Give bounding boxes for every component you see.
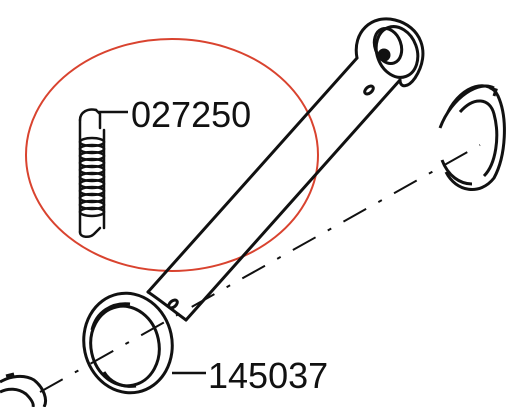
link-ring-145037 — [82, 291, 174, 395]
right-bushing — [438, 84, 506, 191]
spring-027250 — [78, 108, 106, 238]
center-axis-line — [39, 144, 481, 393]
left-bushing-partial — [0, 372, 48, 407]
connecting-link — [146, 17, 425, 322]
highlight-circle — [25, 38, 319, 272]
link-part-number: 145037 — [208, 355, 328, 396]
spring-part-number: 027250 — [131, 94, 251, 135]
